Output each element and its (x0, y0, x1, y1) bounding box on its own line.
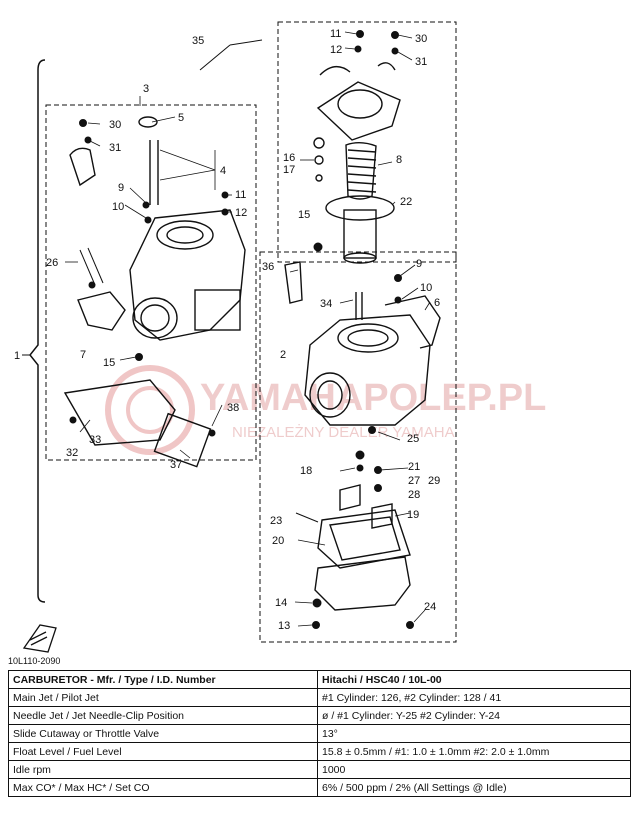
spec-header-value: Hitachi / HSC40 / 10L-00 (317, 670, 631, 689)
group-box-top (277, 21, 457, 263)
spec-label: Float Level / Fuel Level (8, 742, 318, 761)
spec-label: Main Jet / Pilot Jet (8, 688, 318, 707)
callout-30-top: 30 (415, 33, 427, 45)
callout-34: 34 (320, 298, 332, 310)
callout-33: 33 (89, 434, 101, 446)
callout-32: 32 (66, 447, 78, 459)
group-box-2 (259, 251, 457, 643)
callout-27: 27 (408, 475, 420, 487)
callout-1: 1 (14, 350, 20, 362)
callout-19: 19 (407, 509, 419, 521)
spec-value: 6% / 500 ppm / 2% (All Settings @ Idle) (317, 778, 631, 797)
callout-4: 4 (220, 165, 226, 177)
callout-9: 9 (118, 182, 124, 194)
callout-8: 8 (396, 154, 402, 166)
callout-10-right: 10 (420, 282, 432, 294)
spec-value: 1000 (317, 760, 631, 779)
callout-7: 7 (80, 349, 86, 361)
watermark-brand: YAMAHAPOLEP.PL (200, 377, 546, 419)
leader-lines (65, 31, 431, 627)
callout-21: 21 (408, 461, 420, 473)
spec-row: Main Jet / Pilot Jet #1 Cylinder: 126, #… (8, 688, 631, 707)
callout-18: 18 (300, 465, 312, 477)
callout-38: 38 (227, 402, 239, 414)
spec-value: #1 Cylinder: 126, #2 Cylinder: 128 / 41 (317, 688, 631, 707)
watermark: YAMAHAPOLEP.PL NIEZALEŻNY DEALER YAMAHA (105, 365, 546, 455)
callout-16: 16 (283, 152, 295, 164)
callout-15-top: 15 (298, 209, 310, 221)
callout-11-top: 11 (330, 28, 341, 40)
callout-26: 26 (46, 257, 58, 269)
right-small-parts (295, 274, 414, 629)
spec-label: Needle Jet / Jet Needle-Clip Position (8, 706, 318, 725)
callout-9-right: 9 (416, 258, 422, 270)
spec-label: Max CO* / Max HC* / Set CO (8, 778, 318, 797)
spec-label: Slide Cutaway or Throttle Valve (8, 724, 318, 743)
spec-row: Needle Jet / Jet Needle-Clip Position ø … (8, 706, 631, 725)
watermark-tagline: NIEZALEŻNY DEALER YAMAHA (232, 423, 455, 441)
callout-37: 37 (170, 459, 182, 471)
callout-10: 10 (112, 201, 124, 213)
callout-36: 36 (262, 261, 274, 273)
callout-12: 12 (235, 207, 247, 219)
callout-20: 20 (272, 535, 284, 547)
callout-31-top: 31 (415, 56, 427, 68)
callout-23: 23 (270, 515, 282, 527)
spec-row: Slide Cutaway or Throttle Valve 13° (8, 724, 631, 743)
spec-row: Float Level / Fuel Level 15.8 ± 0.5mm / … (8, 742, 631, 761)
callout-29: 29 (428, 475, 440, 487)
callout-14: 14 (275, 597, 287, 609)
callout-2: 2 (280, 349, 286, 361)
callout-24: 24 (424, 601, 436, 613)
spec-header-row: CARBURETOR - Mfr. / Type / I.D. Number H… (8, 670, 631, 689)
top-right-parts (313, 62, 401, 264)
left-carburetor (63, 116, 246, 468)
carburetor-spec-table: CARBURETOR - Mfr. / Type / I.D. Number H… (8, 670, 631, 797)
top-small-parts (199, 30, 399, 252)
callout-17: 17 (283, 164, 295, 176)
manual-badge-icon (22, 624, 57, 653)
callout-11: 11 (235, 189, 246, 201)
callout-3: 3 (143, 83, 149, 95)
spec-label: Idle rpm (8, 760, 318, 779)
assembly-bracket (29, 59, 46, 603)
callout-12-top: 12 (330, 44, 342, 56)
callout-13: 13 (278, 620, 290, 632)
spec-value: ø / #1 Cylinder: Y-25 #2 Cylinder: Y-24 (317, 706, 631, 725)
callout-28: 28 (408, 489, 420, 501)
callout-labels: 35 3 30 5 31 4 9 11 12 10 26 7 1 15 33 3… (14, 28, 440, 632)
spec-value: 13° (317, 724, 631, 743)
spec-value: 15.8 ± 0.5mm / #1: 1.0 ± 1.0mm #2: 2.0 ±… (317, 742, 631, 761)
spec-row: Max CO* / Max HC* / Set CO 6% / 500 ppm … (8, 778, 631, 797)
callout-5: 5 (178, 112, 184, 124)
callout-22: 22 (400, 196, 412, 208)
document-code: 10L110-2090 (8, 656, 61, 666)
callout-15: 15 (103, 357, 115, 369)
spec-row: Idle rpm 1000 (8, 760, 631, 779)
group-box-3 (45, 104, 257, 461)
spec-header-label: CARBURETOR - Mfr. / Type / I.D. Number (8, 670, 318, 689)
callout-31: 31 (109, 142, 121, 154)
right-carburetor (284, 261, 441, 611)
callout-35: 35 (192, 35, 204, 47)
left-small-parts (69, 119, 229, 437)
carburetor-exploded-diagram: YAMAHAPOLEP.PL NIEZALEŻNY DEALER YAMAHA (14, 21, 546, 653)
callout-25: 25 (407, 433, 419, 445)
callout-6: 6 (434, 297, 440, 309)
callout-30: 30 (109, 119, 121, 131)
